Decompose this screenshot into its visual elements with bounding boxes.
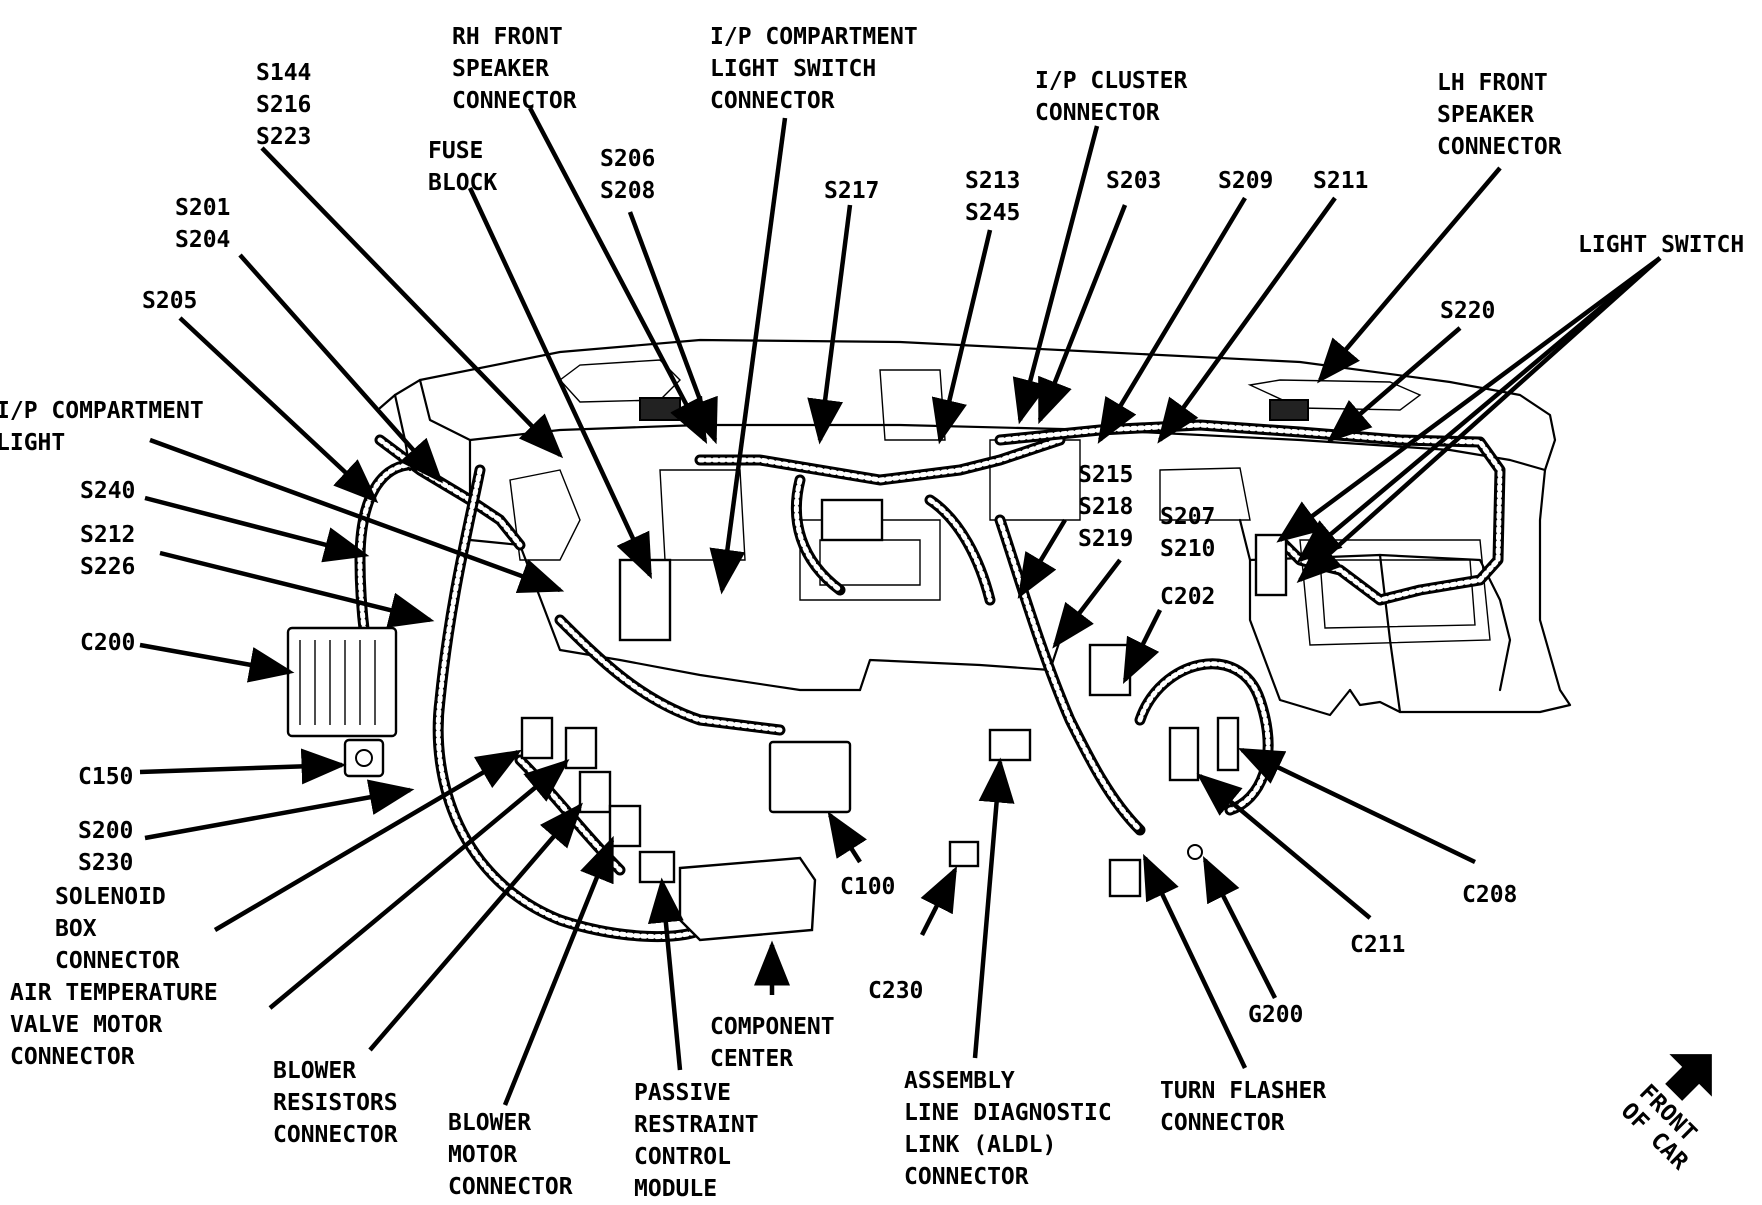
light-switch-connector-shape bbox=[1254, 533, 1288, 597]
label-s217: S217 bbox=[824, 178, 879, 204]
label-s215-s218-s219: S215 S218 S219 bbox=[1078, 462, 1147, 552]
label-s220: S220 bbox=[1440, 298, 1495, 324]
label-s213-s245: S213 S245 bbox=[965, 168, 1034, 226]
ip-cluster-connector-shape bbox=[820, 498, 884, 542]
label-component-center: COMPONENT CENTER bbox=[710, 1014, 848, 1072]
c100-connector-shape bbox=[768, 740, 852, 814]
fuse-block-shape bbox=[618, 558, 672, 642]
front-arrow-icon bbox=[1665, 1054, 1712, 1101]
front-of-car-label: FRONT OF CAR bbox=[1616, 1080, 1712, 1176]
c208-connector-shape bbox=[1216, 716, 1240, 772]
connectors bbox=[286, 397, 1309, 942]
label-c230: C230 bbox=[868, 978, 923, 1004]
label-lh-front-speaker-connector: LH FRONT SPEAKER CONNECTOR bbox=[1437, 70, 1562, 160]
label-s144-s216-s223: S144 S216 S223 bbox=[256, 60, 325, 150]
label-passive-restraint-control-module: PASSIVE RESTRAINT CONTROL MODULE bbox=[634, 1080, 772, 1200]
rh-front-speaker-connector-shape bbox=[639, 397, 681, 421]
front-of-car-indicator: FRONT OF CAR bbox=[1616, 1054, 1712, 1176]
label-blower-resistors-connector: BLOWER RESISTORS CONNECTOR bbox=[273, 1058, 411, 1148]
air-temp-connector-shape bbox=[564, 726, 598, 770]
label-air-temperature-valve-motor-connector: AIR TEMPERATURE VALVE MOTOR CONNECTOR bbox=[10, 980, 232, 1070]
blower-motor-connector-shape bbox=[608, 804, 642, 848]
aldl-connector-shape bbox=[988, 728, 1032, 762]
label-s212-s226: S212 S226 bbox=[80, 522, 149, 580]
c202-connector-shape bbox=[1088, 643, 1132, 697]
label-s200-s230: S200 S230 bbox=[78, 818, 147, 876]
lh-front-speaker-connector-shape bbox=[1269, 399, 1309, 421]
label-c208: C208 bbox=[1462, 882, 1517, 908]
label-light-switch: LIGHT SWITCH bbox=[1578, 232, 1744, 258]
instrument-panel-drawing bbox=[378, 338, 1572, 717]
label-g200: G200 bbox=[1248, 1002, 1303, 1028]
label-turn-flasher-connector: TURN FLASHER CONNECTOR bbox=[1160, 1078, 1340, 1136]
label-ip-compartment-light-switch-connector: I/P COMPARTMENT LIGHT SWITCH CONNECTOR bbox=[710, 24, 932, 114]
c230-connector-shape bbox=[948, 840, 980, 868]
label-c150: C150 bbox=[78, 764, 133, 790]
label-s205: S205 bbox=[142, 288, 197, 314]
label-ip-compartment-light: I/P COMPARTMENT LIGHT bbox=[0, 398, 218, 456]
label-s203: S203 bbox=[1106, 168, 1161, 194]
leader-arrows bbox=[139, 106, 1662, 1106]
label-ip-cluster-connector: I/P CLUSTER CONNECTOR bbox=[1035, 68, 1201, 126]
label-c200: C200 bbox=[80, 630, 135, 656]
label-s240: S240 bbox=[80, 478, 135, 504]
label-blower-motor-connector: BLOWER MOTOR CONNECTOR bbox=[448, 1110, 573, 1200]
label-s211: S211 bbox=[1313, 168, 1368, 194]
solenoid-box-connector-shape bbox=[520, 716, 554, 760]
diagram-labels: S144 S216 S223 RH FRONT SPEAKER CONNECTO… bbox=[0, 24, 1744, 1202]
blower-resistor-connector-shape bbox=[578, 770, 612, 814]
label-s206-s208: S206 S208 bbox=[600, 146, 669, 204]
label-rh-front-speaker-connector: RH FRONT SPEAKER CONNECTOR bbox=[452, 24, 577, 114]
label-fuse-block: FUSE BLOCK bbox=[428, 138, 497, 196]
c200-connector-block bbox=[286, 626, 398, 738]
prcm-connector-shape bbox=[638, 850, 676, 884]
wiring-harness bbox=[354, 419, 1506, 943]
label-solenoid-box-connector: SOLENOID BOX CONNECTOR bbox=[55, 884, 180, 974]
g200-ground-shape bbox=[1187, 844, 1203, 860]
label-c100: C100 bbox=[840, 874, 895, 900]
component-center-shape bbox=[678, 856, 817, 942]
label-s201-s204: S201 S204 bbox=[175, 195, 244, 253]
label-c202: C202 bbox=[1160, 584, 1215, 610]
c211-connector-shape bbox=[1168, 726, 1200, 782]
label-s209: S209 bbox=[1218, 168, 1273, 194]
turn-flasher-connector-shape bbox=[1108, 858, 1142, 898]
label-aldl-connector: ASSEMBLY LINE DIAGNOSTIC LINK (ALDL) CON… bbox=[904, 1068, 1126, 1190]
label-s207-s210: S207 S210 bbox=[1160, 504, 1229, 562]
label-c211: C211 bbox=[1350, 932, 1405, 958]
